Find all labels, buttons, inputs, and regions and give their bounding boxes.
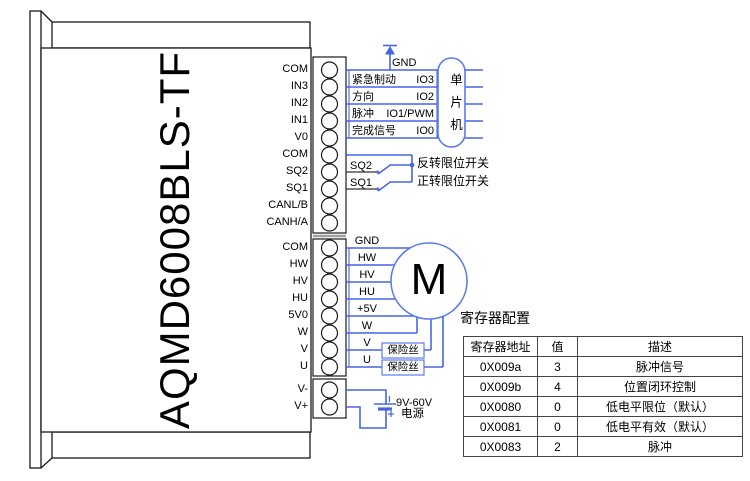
terminal-label-com2: COM <box>282 148 308 160</box>
gnd-wire-label: GND <box>392 57 417 69</box>
wire-cell-io1: 脉冲 IO1/PWM <box>349 104 437 121</box>
table-row: 0X009a 3 脉冲信号 <box>463 356 743 377</box>
terminal-label-canlb: CANL/B <box>268 199 308 211</box>
motor-wire-hw: HW <box>357 252 377 264</box>
forward-limit-switch-label: 正转限位开关 <box>417 174 490 188</box>
reg-value: 2 <box>537 436 578 457</box>
terminal-label-canha: CANH/A <box>266 216 308 228</box>
io-label: IO1/PWM <box>386 108 434 120</box>
terminal-label-com3: COM <box>282 241 308 253</box>
terminal-label-vminus: V- <box>297 383 308 395</box>
terminal-label-v: V <box>300 343 308 355</box>
register-table-title: 寄存器配置 <box>460 310 530 326</box>
motor-wire-hu: HU <box>359 286 375 298</box>
terminal-label-in2: IN2 <box>290 97 308 109</box>
table-row: 0X0081 0 低电平有效（默认） <box>463 416 743 437</box>
motor-wire-hv: HV <box>359 269 375 281</box>
terminal-label-hu: HU <box>292 292 308 304</box>
reg-address: 0X0080 <box>463 396 538 417</box>
signal-label: 脉冲 <box>352 108 374 120</box>
power-label: 电源 <box>401 408 424 420</box>
terminal-label-com1: COM <box>282 63 308 75</box>
terminal-label-5v0: 5V0 <box>288 309 308 321</box>
terminal-pins <box>320 61 339 416</box>
terminal-label-sq2: SQ2 <box>285 165 308 177</box>
ground-arrow-icon <box>383 44 397 70</box>
header-desc: 描述 <box>577 336 743 357</box>
io-label: IO3 <box>416 74 434 86</box>
reg-address: 0X009b <box>463 376 538 397</box>
fuse-label-u: 保险丝 <box>387 361 419 373</box>
terminal-label-vplus: V+ <box>294 400 308 412</box>
reg-desc: 低电平限位（默认） <box>577 396 743 417</box>
fuse-box-u <box>381 359 425 376</box>
reg-desc: 脉冲信号 <box>577 356 743 377</box>
terminal-label-in1: IN1 <box>290 114 308 126</box>
reverse-limit-switch-label: 反转限位开关 <box>417 156 490 170</box>
register-table: 寄存器地址 值 描述 0X009a 3 脉冲信号 0X009b 4 位置闭环控制… <box>463 336 743 457</box>
signal-label: 完成信号 <box>352 125 396 137</box>
wires <box>346 44 483 429</box>
battery-symbol <box>346 389 396 429</box>
reg-desc: 低电平有效（默认） <box>577 416 743 437</box>
header-value: 值 <box>537 336 578 357</box>
fuse-box-v <box>381 342 425 359</box>
power-range-label: 9V-60V <box>396 397 433 409</box>
mcu-outline <box>437 57 466 148</box>
device-outline <box>29 10 312 469</box>
terminal-label-hw: HW <box>289 258 308 270</box>
wire-cell-io3: 紧急制动 IO3 <box>349 70 437 87</box>
header-address: 寄存器地址 <box>463 336 538 357</box>
io-label: IO0 <box>416 125 434 137</box>
table-header-row: 寄存器地址 值 描述 <box>463 336 743 357</box>
reg-value: 0 <box>537 396 578 417</box>
reg-value: 0 <box>537 416 578 437</box>
motor-wire-gnd: GND <box>354 235 380 247</box>
sq1-wire-label: SQ1 <box>350 177 373 189</box>
motor-wire-w: W <box>361 320 373 332</box>
mcu-label: 单片机 <box>448 73 462 141</box>
terminal-label-w: W <box>297 326 308 338</box>
table-row: 0X009b 4 位置闭环控制 <box>463 376 743 397</box>
fuse-label-v: 保险丝 <box>387 344 419 356</box>
reg-address: 0X009a <box>463 356 538 377</box>
device-name: AQMD6008BLS-TF <box>151 50 198 430</box>
sq2-switch-icon <box>346 162 415 175</box>
sq1-switch-icon <box>346 180 412 192</box>
motor-wire-5v: +5V <box>357 303 377 315</box>
reg-address: 0X0083 <box>463 436 538 457</box>
motor-label: M <box>410 255 448 304</box>
terminal-label-u: U <box>300 360 308 372</box>
sq2-wire-label: SQ2 <box>350 160 373 172</box>
table-row: 0X0080 0 低电平限位（默认） <box>463 396 743 417</box>
terminal-label-hv: HV <box>292 275 308 287</box>
signal-label: 紧急制动 <box>352 74 396 86</box>
wire-cell-io0: 完成信号 IO0 <box>349 121 437 138</box>
terminal-label-v0: V0 <box>294 131 308 143</box>
reg-desc: 位置闭环控制 <box>577 376 743 397</box>
motor-wire-u: U <box>363 354 371 366</box>
motor-wire-v: V <box>363 337 371 349</box>
terminal-label-in3: IN3 <box>290 80 308 92</box>
reg-value: 4 <box>537 376 578 397</box>
wire-cell-io2: 方向 IO2 <box>349 87 437 104</box>
terminal-label-sq1: SQ1 <box>285 182 308 194</box>
reg-address: 0X0081 <box>463 416 538 437</box>
motor-circle <box>390 242 468 320</box>
table-row: 0X0083 2 脉冲 <box>463 436 743 457</box>
signal-label: 方向 <box>352 91 374 103</box>
io-label: IO2 <box>416 91 434 103</box>
reg-desc: 脉冲 <box>577 436 743 457</box>
reg-value: 3 <box>537 356 578 377</box>
